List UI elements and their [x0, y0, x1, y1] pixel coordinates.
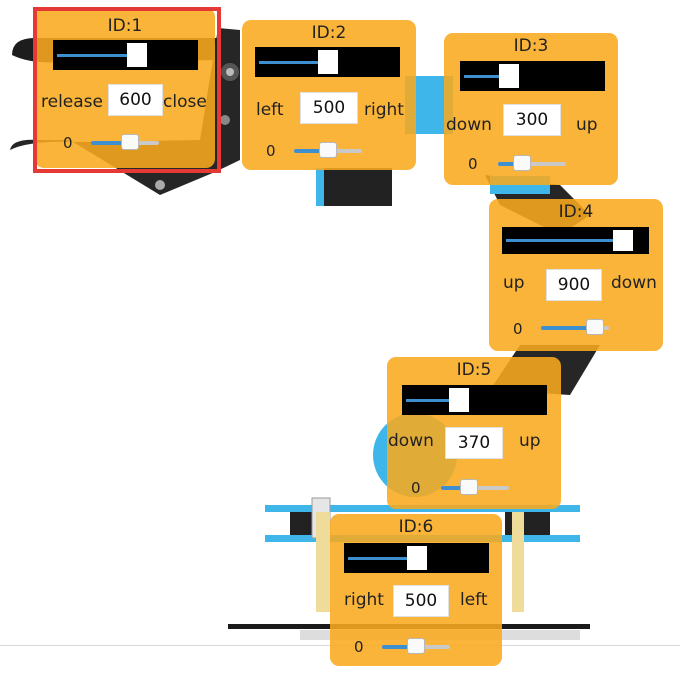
servo-panel-2: ID:2 left 500 right 0 [242, 20, 416, 170]
servo-slider[interactable] [441, 479, 509, 495]
servo-slider[interactable] [498, 155, 566, 171]
servo-position-bar[interactable] [460, 61, 605, 91]
servo-slider[interactable] [294, 142, 362, 158]
servo-id-label: ID:1 [107, 16, 143, 36]
servo-panel-4: ID:4 up 900 down 0 [489, 199, 663, 351]
servo-position-bar[interactable] [344, 543, 489, 573]
right-label: right [364, 100, 404, 120]
servo-value-field[interactable]: 370 [445, 427, 503, 459]
servo-id-label: ID:6 [398, 517, 434, 537]
servo-value-field[interactable]: 900 [546, 269, 602, 301]
servo-id-label: ID:2 [311, 23, 347, 43]
servo-id-label: ID:5 [456, 360, 492, 380]
servo-value-field[interactable]: 500 [300, 92, 358, 124]
close-label: close [163, 92, 207, 112]
up-label: up [576, 115, 598, 135]
slider-handle[interactable] [319, 142, 337, 158]
slider-handle[interactable] [407, 638, 425, 654]
left-label: left [256, 100, 284, 120]
slider-min-label: 0 [513, 320, 523, 338]
servo-value-field[interactable]: 600 [108, 84, 163, 116]
slider-min-label: 0 [63, 134, 73, 152]
slider-min-label: 0 [468, 155, 478, 173]
servo-slider[interactable] [382, 638, 450, 654]
servo-panel-5: ID:5 down 370 up 0 [387, 357, 561, 509]
release-label: release [41, 92, 103, 112]
slider-handle[interactable] [121, 134, 139, 150]
servo-id-label: ID:4 [558, 202, 594, 222]
servo-panel-3: ID:3 down 300 up 0 [444, 33, 618, 185]
servo-slider[interactable] [91, 134, 159, 150]
right-label: right [344, 590, 384, 610]
slider-handle[interactable] [586, 319, 604, 335]
servo-id-label: ID:3 [513, 36, 549, 56]
servo-position-bar[interactable] [402, 385, 547, 415]
slider-min-label: 0 [354, 638, 364, 656]
selected-panel-highlight [33, 7, 221, 173]
servo-body-2 [318, 168, 392, 206]
down-label: down [611, 273, 657, 293]
slider-handle[interactable] [459, 479, 478, 495]
down-label: down [446, 115, 492, 135]
up-label: up [519, 431, 541, 451]
slider-min-label: 0 [266, 142, 276, 160]
down-label: down [388, 431, 434, 451]
servo-panel-6: ID:6 right 500 left 0 [330, 514, 502, 666]
servo-position-bar[interactable] [502, 227, 649, 254]
left-label: left [460, 590, 488, 610]
servo-panel-1: ID:1 release 600 close 0 [35, 8, 215, 168]
slider-min-label: 0 [411, 479, 421, 497]
up-label: up [503, 273, 525, 293]
servo-slider[interactable] [541, 319, 609, 335]
slider-handle[interactable] [513, 155, 531, 171]
servo-value-field[interactable]: 300 [503, 104, 561, 136]
servo-value-field[interactable]: 500 [393, 585, 449, 617]
servo-position-bar[interactable] [53, 40, 198, 70]
servo-position-bar[interactable] [255, 47, 400, 77]
